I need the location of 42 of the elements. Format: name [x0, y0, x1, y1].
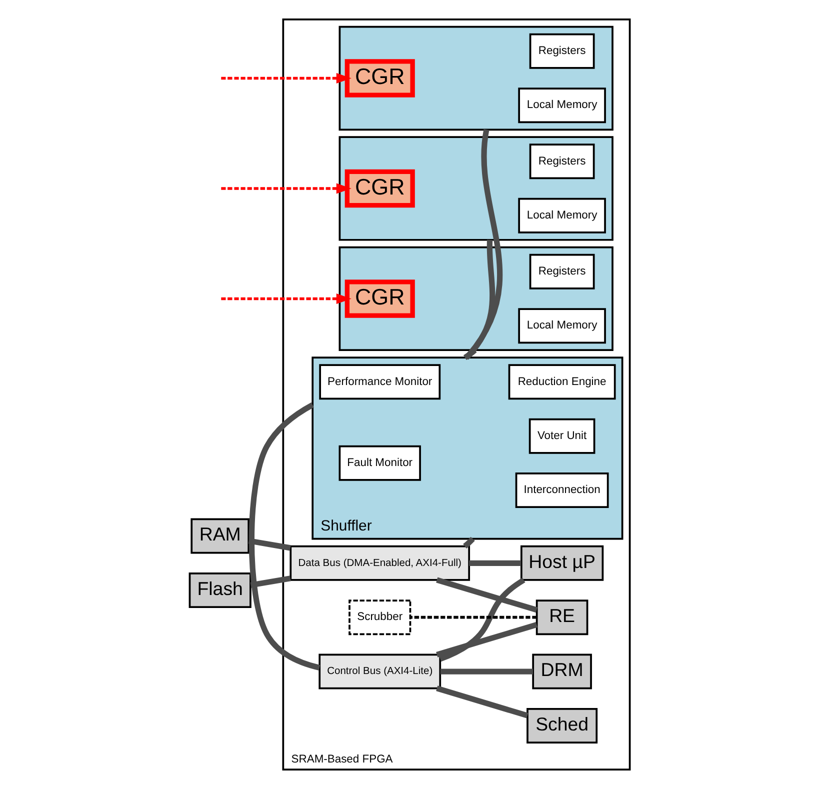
arrow: [221, 183, 352, 194]
node-box: Local Memory: [518, 88, 606, 124]
node-box: Sched: [526, 708, 598, 744]
node-box: Scrubber: [348, 600, 412, 636]
node-box: Voter Unit: [528, 418, 596, 454]
node-box: RAM: [190, 518, 250, 554]
connector: [410, 616, 537, 619]
node-box: Control Bus (AXI4-Lite): [318, 654, 442, 690]
connector: [248, 402, 320, 670]
connector: [248, 538, 291, 551]
connector: [250, 576, 291, 588]
node-box: DRM: [532, 654, 592, 690]
node-box: Local Memory: [518, 198, 606, 234]
arrow: [221, 293, 352, 304]
node-box: Registers: [529, 144, 595, 180]
node-box: Local Memory: [518, 308, 606, 344]
cluster: [338, 136, 614, 241]
node-box: Registers: [529, 254, 595, 290]
connector: [464, 129, 503, 360]
arrow: [221, 73, 352, 84]
connector: [469, 560, 522, 566]
node-box: Data Bus (DMA-Enabled, AXI4-Full): [290, 545, 470, 581]
node-box: Flash: [188, 572, 252, 608]
node-box: Performance Monitor: [319, 364, 441, 400]
node-box: CGR: [344, 59, 415, 98]
node-box: Fault Monitor: [338, 445, 421, 481]
node-box: CGR: [344, 280, 415, 318]
node-box: Interconnection: [515, 472, 609, 508]
connector: [439, 578, 526, 662]
connector: [436, 577, 538, 613]
node-box: CGR: [344, 169, 415, 208]
node-box: Registers: [529, 33, 595, 69]
cluster: [338, 246, 614, 352]
connector: [464, 240, 496, 360]
connector: [440, 668, 533, 674]
connector: [436, 622, 538, 658]
node-box: RE: [536, 600, 588, 636]
node-box: Host µP: [520, 545, 604, 581]
node-box: Reduction Engine: [508, 364, 616, 400]
connector: [436, 686, 528, 718]
connector: [463, 536, 475, 548]
cluster: [338, 26, 614, 131]
